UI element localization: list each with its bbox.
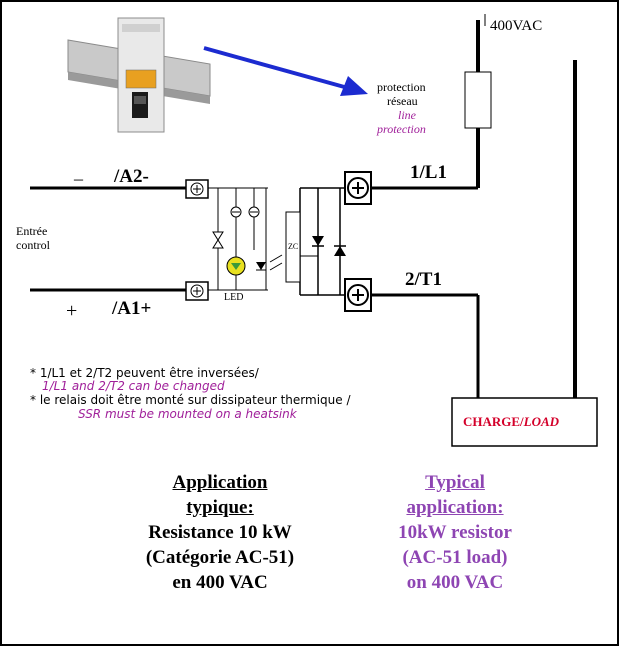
terminal-a2-screw	[185, 179, 209, 199]
input-circuit	[208, 187, 283, 291]
control-input-line1: Entrée	[16, 224, 48, 238]
note-2-en: SSR must be mounted on a heatsink	[78, 407, 297, 421]
application-french: Application typique: Resistance 10 kW (C…	[120, 470, 320, 595]
protection-fr-line1: protection	[377, 80, 426, 94]
app-fr-title2: typique:	[186, 497, 254, 518]
load-fr: CHARGE/	[463, 414, 524, 429]
protection-en-line1: line	[398, 108, 416, 122]
protection-en-line2: protection	[377, 122, 426, 136]
app-fr-line3: en 400 VAC	[172, 572, 268, 593]
load-box	[451, 397, 598, 447]
load-en: LOAD	[523, 414, 560, 429]
app-en-title1: Typical	[425, 472, 485, 493]
app-fr-line1: Resistance 10 kW	[148, 522, 292, 543]
zc-label: ZC	[288, 242, 299, 251]
app-fr-line2: (Catégorie AC-51)	[145, 547, 295, 568]
terminal-a1-label: /A1+	[112, 298, 152, 319]
app-en-line1: 10kW resistor	[398, 522, 512, 543]
control-input-line2: control	[16, 238, 50, 252]
triac-output-stage	[285, 187, 346, 296]
load-label: CHARGE/LOAD	[463, 414, 559, 430]
circuit-breaker-image	[67, 17, 211, 133]
terminal-a2-label: /A2-	[114, 166, 149, 187]
terminal-l1-label: 1/L1	[410, 162, 447, 183]
app-en-line2: (AC-51 load)	[402, 547, 508, 568]
application-english: Typical application: 10kW resistor (AC-5…	[370, 470, 540, 595]
minus-sign: _	[74, 162, 83, 182]
note-1-en: 1/L1 and 2/T2 can be changed	[42, 379, 225, 393]
led-label: LED	[224, 292, 244, 303]
terminal-t1-screw	[344, 278, 372, 312]
terminal-t1-label: 2/T1	[405, 269, 442, 290]
fuse	[464, 71, 492, 129]
note-1-fr: * 1/L1 et 2/T2 peuvent être inversées/	[30, 366, 259, 380]
app-en-line3: on 400 VAC	[406, 572, 504, 593]
app-fr-title1: Application	[172, 472, 268, 493]
terminal-l1-screw	[344, 171, 372, 205]
plus-sign: +	[66, 300, 78, 322]
app-en-title2: application:	[406, 497, 504, 518]
protection-fr-line2: réseau	[387, 94, 418, 108]
pointer-arrow	[203, 46, 368, 96]
terminal-a1-screw	[185, 281, 209, 301]
note-2-fr: * le relais doit être monté sur dissipat…	[30, 393, 351, 407]
supply-voltage-label: 400VAC	[490, 18, 543, 34]
